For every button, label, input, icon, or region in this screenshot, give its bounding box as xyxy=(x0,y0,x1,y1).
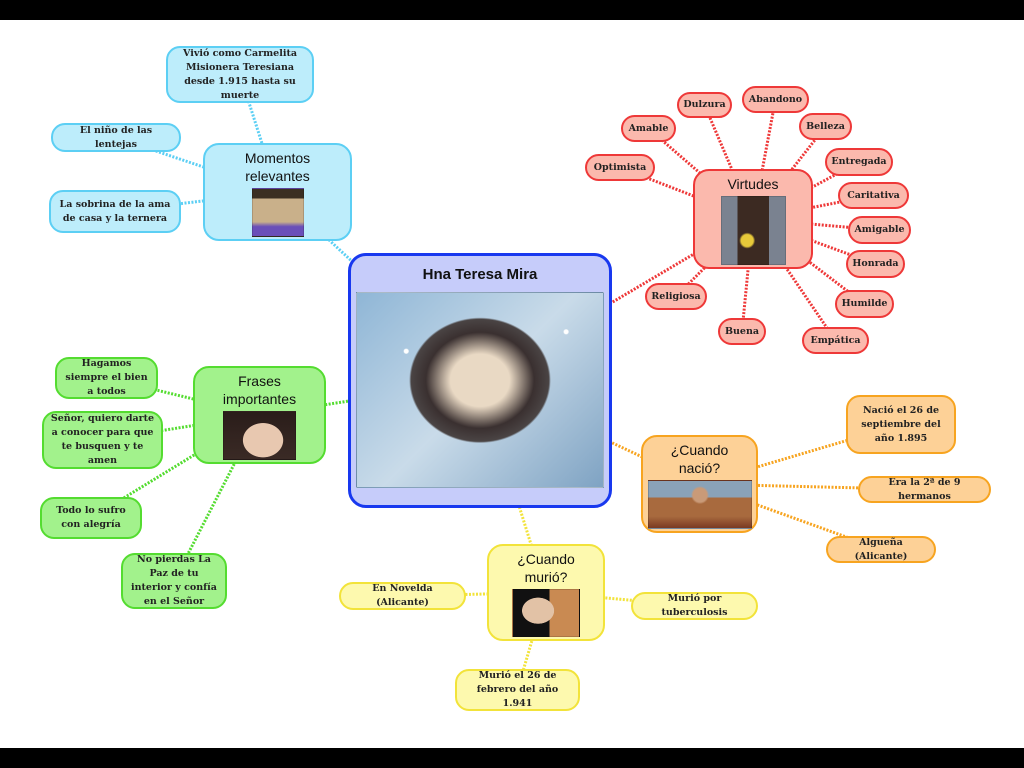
item-label: Señor, quiero darte a conocer para que t… xyxy=(50,413,155,466)
item-label: Honrada xyxy=(852,258,899,269)
virtud-item[interactable]: Empática xyxy=(802,327,869,354)
item-label: Amigable xyxy=(854,224,905,235)
connector-line xyxy=(619,166,754,221)
virtud-item[interactable]: Abandono xyxy=(742,86,809,113)
branch-title: Virtudes xyxy=(727,176,779,192)
branch-title: ¿Cuando nació? xyxy=(670,442,729,476)
branch-title: Momentos relevantes xyxy=(244,150,311,184)
central-topic[interactable]: Hna Teresa Mira xyxy=(348,253,612,508)
nacio-item[interactable]: Algueña (Alicante) xyxy=(826,536,936,563)
photo-image xyxy=(251,188,304,237)
item-label: En Novelda (Alicante) xyxy=(372,583,433,608)
nacio-item[interactable]: Nació el 26 de septiembre del año 1.895 xyxy=(846,395,956,454)
murio-item[interactable]: Murió por tuberculosis xyxy=(631,592,758,620)
branch-cuando-murio[interactable]: ¿Cuando murió? xyxy=(487,544,605,641)
virtud-item[interactable]: Optimista xyxy=(585,154,655,181)
bottom-letterbox xyxy=(0,748,1024,768)
virtud-item[interactable]: Amable xyxy=(621,115,676,142)
frase-item[interactable]: Señor, quiero darte a conocer para que t… xyxy=(42,411,163,469)
branch-title: ¿Cuando murió? xyxy=(517,551,575,585)
frase-item[interactable]: Hagamos siempre el bien a todos xyxy=(55,357,158,399)
item-label: Dulzura xyxy=(683,99,726,110)
virtud-item[interactable]: Entregada xyxy=(825,148,893,176)
virtud-item[interactable]: Religiosa xyxy=(645,283,707,310)
branch-cuando-nacio[interactable]: ¿Cuando nació? xyxy=(641,435,758,533)
virtud-item[interactable]: Dulzura xyxy=(677,92,732,118)
photo-image xyxy=(223,411,296,460)
item-label: El niño de las lentejas xyxy=(79,124,153,150)
connector-line xyxy=(740,218,755,332)
item-label: Religiosa xyxy=(651,290,701,302)
connector-line xyxy=(751,99,777,220)
branch-virtudes[interactable]: Virtudes xyxy=(693,169,813,269)
painting-image xyxy=(647,480,752,529)
frase-item[interactable]: Todo lo sufro con alegría xyxy=(40,497,142,539)
item-label: Hagamos siempre el bien a todos xyxy=(65,358,148,397)
connector-line xyxy=(114,190,278,213)
portrait-image xyxy=(356,292,604,488)
virtud-item[interactable]: Humilde xyxy=(835,290,894,318)
item-label: Todo lo sufro con alegría xyxy=(56,505,126,530)
branch-momentos-relevantes[interactable]: Momentos relevantes xyxy=(203,143,352,241)
item-label: Empática xyxy=(810,334,861,346)
murio-item[interactable]: Murió el 26 de febrero del año 1.941 xyxy=(455,669,580,711)
branch-title: Frases importantes xyxy=(222,373,297,407)
item-label: Murió por tuberculosis xyxy=(661,593,728,618)
top-letterbox xyxy=(0,0,1024,20)
item-label: Belleza xyxy=(806,120,845,132)
virtud-item[interactable]: Buena xyxy=(718,318,766,345)
item-label: Buena xyxy=(724,325,760,337)
item-label: Caritativa xyxy=(847,189,900,201)
item-label: La sobrina de la ama de casa y la terner… xyxy=(59,198,171,224)
momentos-item[interactable]: La sobrina de la ama de casa y la terner… xyxy=(49,190,181,233)
item-label: Nació el 26 de septiembre del año 1.895 xyxy=(861,404,941,444)
virtud-item[interactable]: Honrada xyxy=(846,250,905,278)
frase-item[interactable]: No pierdas La Paz de tu interior y confí… xyxy=(121,553,227,609)
momentos-item[interactable]: El niño de las lentejas xyxy=(51,123,181,152)
painting-image xyxy=(720,196,786,265)
momentos-item[interactable]: Vivió como Carmelita Misionera Teresiana… xyxy=(166,46,314,103)
nacio-item[interactable]: Era la 2ª de 9 hermanos xyxy=(858,476,991,503)
virtud-item[interactable]: Amigable xyxy=(848,216,911,244)
virtud-item[interactable]: Caritativa xyxy=(838,182,909,209)
item-label: Humilde xyxy=(841,298,888,309)
item-label: Algueña (Alicante) xyxy=(854,536,908,562)
item-label: Optimista xyxy=(593,161,647,173)
item-label: Amable xyxy=(628,122,669,134)
photo-image xyxy=(512,589,580,637)
central-title: Hna Teresa Mira xyxy=(422,266,538,283)
virtud-item[interactable]: Belleza xyxy=(799,113,852,140)
item-label: Entregada xyxy=(831,156,887,167)
item-label: Murió el 26 de febrero del año 1.941 xyxy=(476,670,559,709)
branch-frases-importantes[interactable]: Frases importantes xyxy=(193,366,326,464)
item-label: No pierdas La Paz de tu interior y confí… xyxy=(131,554,217,607)
item-label: Abandono xyxy=(748,93,803,105)
item-label: Vivió como Carmelita Misionera Teresiana… xyxy=(183,47,297,101)
connector-line xyxy=(699,482,925,491)
murio-item[interactable]: En Novelda (Alicante) xyxy=(339,582,466,610)
item-label: Era la 2ª de 9 hermanos xyxy=(888,476,961,502)
